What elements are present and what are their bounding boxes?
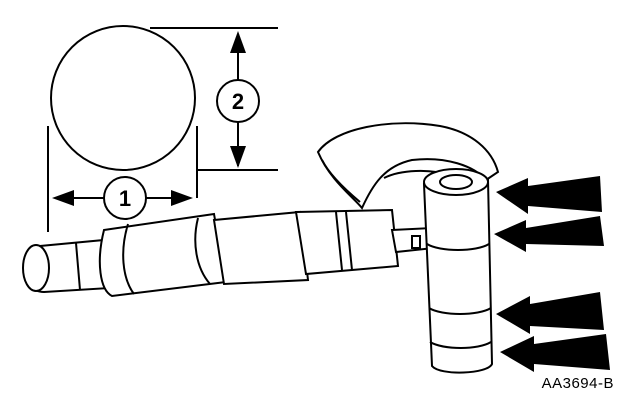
dimension-1-lines	[47, 126, 198, 232]
arrow-1	[496, 176, 602, 214]
measurement-arrows	[494, 176, 610, 372]
reference-code: AA3694-B	[541, 375, 614, 392]
arrow-2	[494, 216, 604, 252]
callout-1: 1	[103, 176, 147, 220]
arrow-3	[496, 292, 604, 334]
micrometer	[22, 122, 500, 298]
callout-1-label: 1	[119, 186, 131, 211]
dimension-2-lines	[150, 27, 278, 171]
arrow-4	[500, 334, 610, 372]
anvil	[411, 235, 421, 249]
sleeve	[212, 210, 310, 286]
thimble	[98, 212, 228, 298]
round-stock-circle	[50, 25, 196, 171]
callout-2: 2	[216, 79, 260, 123]
callout-2-label: 2	[232, 89, 244, 114]
measured-shaft	[422, 168, 494, 374]
